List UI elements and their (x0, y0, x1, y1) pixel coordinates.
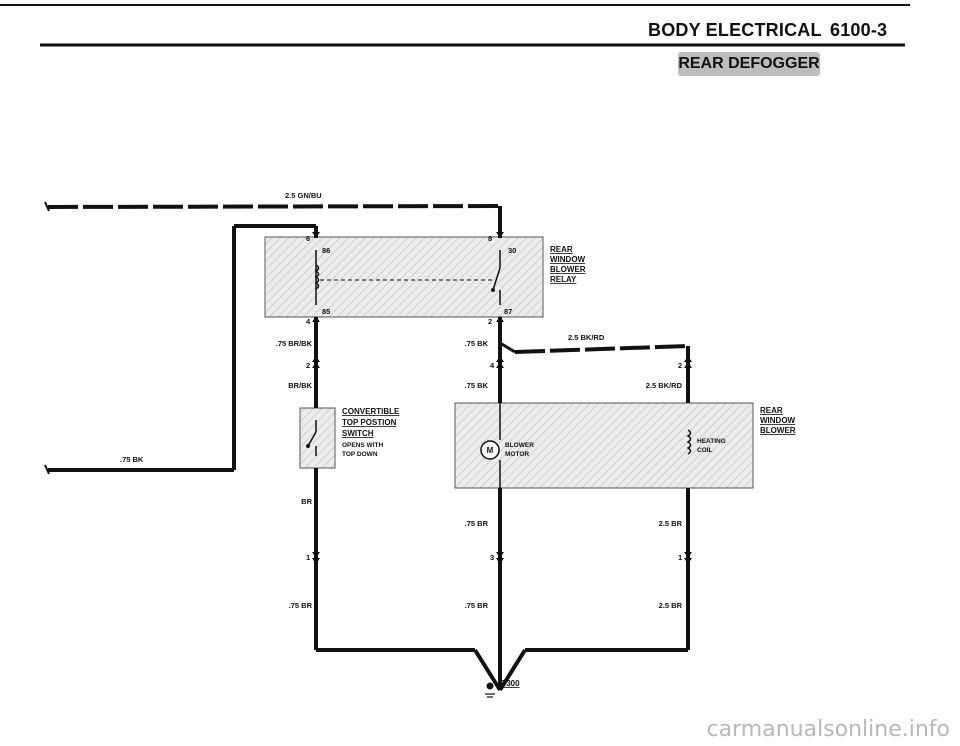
pin-relay-bottom-left: 4 (306, 317, 311, 326)
switch-note-line-2: TOP DOWN (342, 451, 378, 458)
motor-symbol (480, 440, 500, 460)
motor-symbol-letter: M (487, 446, 494, 455)
relay-terminal-86: 86 (322, 246, 330, 255)
relay-terminal-85: 85 (322, 307, 330, 316)
pin-conn-motor-bottom: 3 (490, 553, 494, 562)
wire-top-feed (44, 201, 502, 238)
pin-relay-top-left: 6 (306, 234, 310, 243)
switch-note-line-1: OPENS WITH (342, 442, 383, 449)
label-wire-motor-out: .75 BR (465, 519, 489, 528)
blower-unit-name-line-3: BLOWER (760, 426, 796, 435)
coil-label-line-2: COIL (697, 447, 713, 454)
blower-unit-name-line-1: REAR (760, 406, 783, 415)
relay-name-line-2: WINDOW (550, 255, 586, 264)
wire-coil-branch (686, 429, 692, 650)
ground-bus (316, 648, 688, 698)
label-wire-motor-ground: .75 BR (465, 601, 489, 610)
connector-markers (312, 232, 692, 564)
page-number: 6100-3 (830, 20, 888, 40)
wire-coil-feed (499, 341, 690, 403)
ground-label: G300 (500, 679, 520, 688)
pin-conn-coil-top: 2 (678, 361, 682, 370)
relay-terminal-30: 30 (508, 246, 516, 255)
label-wire-switch-ground: .75 BR (289, 601, 313, 610)
switch-name-line-1: CONVERTIBLE (342, 407, 400, 416)
subsection-title: REAR DEFOGGER (678, 52, 820, 76)
label-wire-relay-out-left: .75 BR/BK (276, 339, 313, 348)
label-wire-coil-in: 2.5 BK/RD (646, 381, 683, 390)
label-wire-switch-out: BR (301, 497, 312, 506)
relay-name-line-4: RELAY (550, 275, 577, 284)
pin-conn-switch-top: 2 (306, 361, 310, 370)
switch-name-line-2: TOP POSTION (342, 418, 397, 427)
ground-symbol (486, 682, 494, 690)
pin-conn-motor-top: 4 (490, 361, 495, 370)
blower-unit-name-line-2: WINDOW (760, 416, 796, 425)
wire-motor-branch (480, 317, 502, 690)
label-wire-motor-in: .75 BK (465, 381, 489, 390)
pin-conn-coil-bottom: 1 (678, 553, 682, 562)
relay-name-line-1: REAR (550, 245, 573, 254)
label-wire-left-feed: .75 BK (120, 455, 144, 464)
relay-internals (314, 250, 501, 305)
label-wire-relay-out-right: .75 BK (465, 339, 489, 348)
label-wire-switch-in: BR/BK (288, 381, 312, 390)
label-wire-coil-ground: 2.5 BR (659, 601, 683, 610)
relay-box (264, 236, 544, 318)
label-wire-coil-feed: 2.5 BK/RD (568, 333, 605, 342)
switch-box (299, 407, 336, 469)
pin-conn-switch-bottom: 1 (306, 553, 310, 562)
switch-name-line-3: SWITCH (342, 429, 374, 438)
watermark: carmanualsonline.info (706, 717, 950, 742)
section-title: BODY ELECTRICAL (648, 20, 822, 40)
blower-unit-box (454, 402, 754, 489)
pin-relay-top-right: 8 (488, 234, 492, 243)
pin-relay-bottom-right: 2 (488, 317, 492, 326)
relay-name-line-3: BLOWER (550, 265, 586, 274)
relay-terminal-87: 87 (504, 307, 512, 316)
motor-label-line-2: MOTOR (505, 451, 529, 458)
label-wire-coil-out: 2.5 BR (659, 519, 683, 528)
motor-label-line-1: BLOWER (505, 442, 534, 449)
coil-label-line-1: HEATING (697, 438, 726, 445)
label-wire-top-feed: 2.5 GN/BU (285, 191, 322, 200)
